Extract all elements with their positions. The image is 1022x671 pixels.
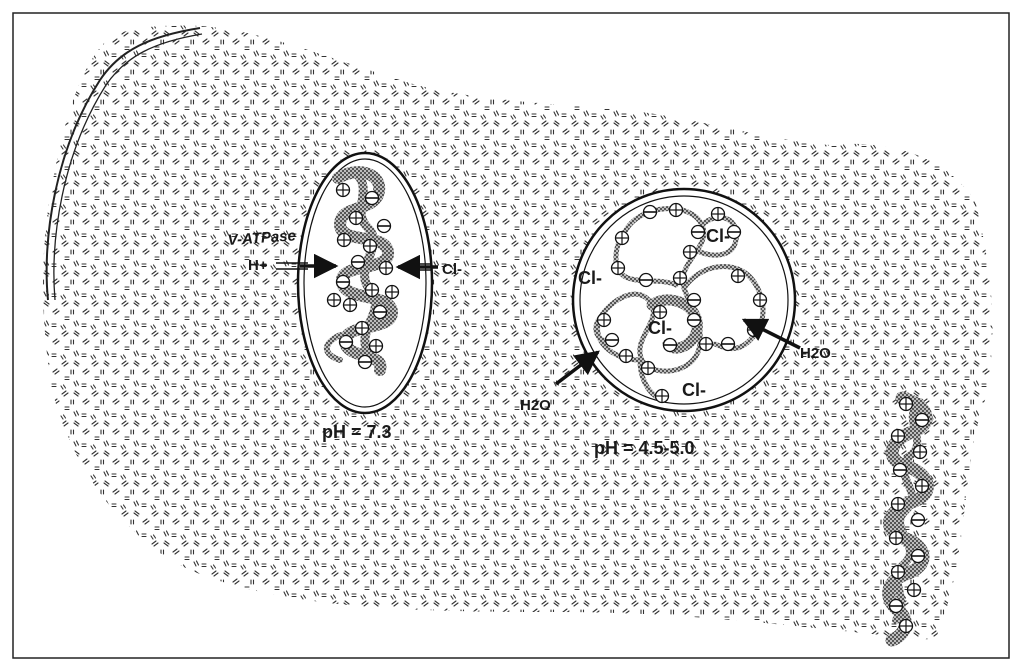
h-plus-label: H+ [248,257,268,274]
neutral-vesicle [298,153,432,413]
chloride-label-lyso-left: Cl- [578,268,602,288]
ph-acidic-label: pH = 4.5-5.0 [594,438,695,458]
water-label-right: H2O [800,345,831,362]
chloride-label-center: Cl- [648,318,672,338]
chloride-label-left: Cl- [442,261,462,278]
water-label-left: H2O [520,397,551,414]
chloride-label-top: Cl- [706,226,730,246]
chloride-label-bottom: Cl- [682,380,706,400]
lysosome [573,189,795,411]
cytoplasm-region [43,25,992,640]
ph-neutral-label: pH = 7.3 [322,422,392,442]
